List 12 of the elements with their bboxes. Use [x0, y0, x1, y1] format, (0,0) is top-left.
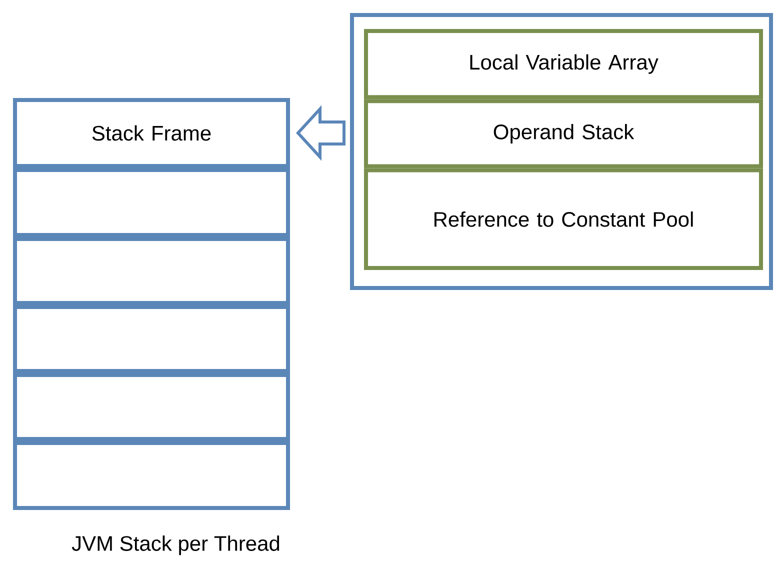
empty-cell — [13, 372, 290, 441]
frame-box — [350, 13, 773, 290]
empty-cell — [13, 168, 290, 237]
labeled-cell: Local Variable Array — [364, 28, 763, 100]
labeled-cell: Reference to Constant Pool — [364, 168, 763, 270]
empty-cell — [13, 236, 290, 305]
block-arrow — [296, 105, 346, 161]
labeled-cell: Stack Frame — [13, 98, 290, 168]
empty-cell — [13, 304, 290, 373]
empty-cell — [13, 440, 290, 510]
caption: JVM Stack per Thread — [72, 536, 280, 556]
labeled-cell: Operand Stack — [364, 99, 763, 168]
